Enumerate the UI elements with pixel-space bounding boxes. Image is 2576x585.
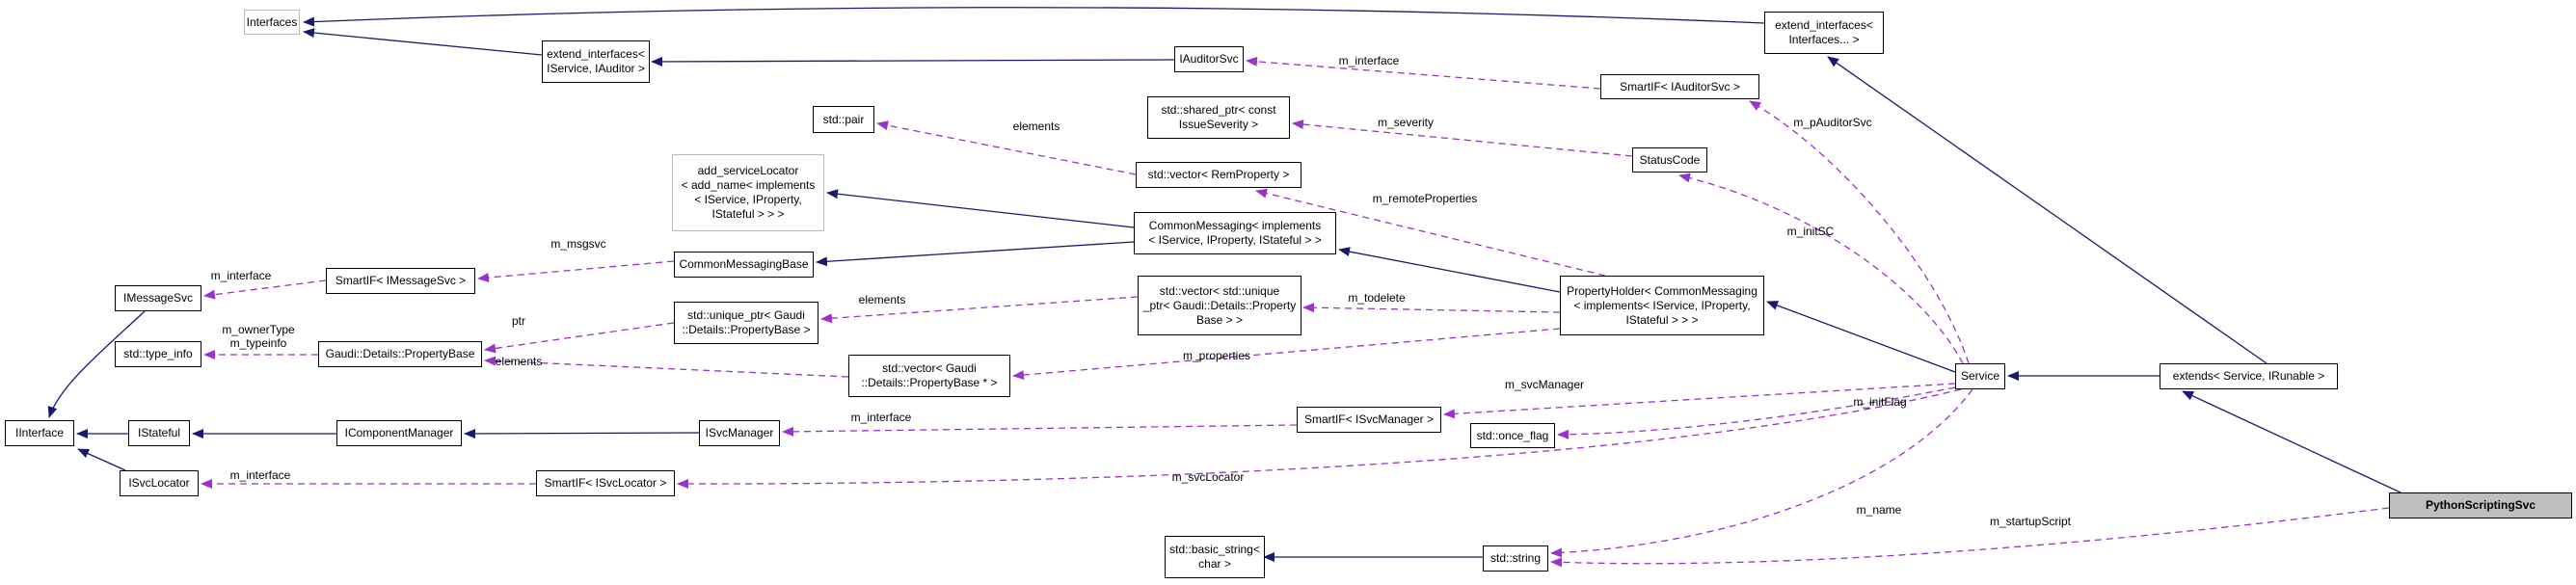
edge-label-ptr: ptr xyxy=(511,314,526,328)
edge-extifc-variadic-to-interfaces xyxy=(303,7,1765,27)
edge-label-m-name: m_name xyxy=(1856,503,1902,517)
class-node-smartif-iauditorsvc[interactable]: SmartIF< IAuditorSvc > xyxy=(1600,74,1759,99)
class-node-std-pair[interactable]: std::pair xyxy=(813,106,874,133)
class-node-iauditorsvc[interactable]: IAuditorSvc xyxy=(1174,46,1244,72)
edge-statuscode-to-sharedptr xyxy=(1292,120,1633,157)
class-node-smartif-isvcmanager[interactable]: SmartIF< ISvcManager > xyxy=(1297,407,1441,433)
edge-label-m-initsc: m_initSC xyxy=(1786,225,1835,238)
class-node-once-flag[interactable]: std::once_flag xyxy=(1470,423,1555,448)
edge-label-m-initflag: m_initFlag xyxy=(1853,395,1907,409)
edge-label-m-severity: m_severity xyxy=(1377,116,1435,129)
edge-isvcmanager-to-icomponentmanager xyxy=(464,428,700,439)
class-node-unique-ptr-propertybase[interactable]: std::unique_ptr< Gaudi ::Details::Proper… xyxy=(674,302,818,344)
class-node-smartif-imessagesvc[interactable]: SmartIF< IMessageSvc > xyxy=(326,268,475,294)
class-node-vector-propertybase-ptr[interactable]: std::vector< Gaudi ::Details::PropertyBa… xyxy=(848,355,1010,397)
class-node-gaudi-propertybase[interactable]: Gaudi::Details::PropertyBase xyxy=(318,341,482,367)
edge-smartif-imessagesvc-to-imessagesvc xyxy=(203,279,327,300)
class-node-icomponentmanager[interactable]: IComponentManager xyxy=(336,420,462,446)
edge-smartif-isvcmanager-to-isvcmanager xyxy=(782,424,1298,437)
class-node-add-servicelocator: add_serviceLocator < add_name< implement… xyxy=(672,154,824,231)
class-node-shared-ptr-issueseverity[interactable]: std::shared_ptr< const IssueSeverity > xyxy=(1147,96,1290,139)
edge-imessagesvc-to-iinterface xyxy=(47,310,146,418)
edge-propertyholder-to-commonmessaging xyxy=(1338,247,1561,293)
edge-uniqueptr-to-propertybase xyxy=(484,322,675,354)
edge-extends-to-extifc-variadic xyxy=(1827,56,2267,364)
class-node-imessagesvc[interactable]: IMessageSvc xyxy=(115,285,201,311)
edge-label-m-interface-auditor: m_interface xyxy=(1338,54,1400,67)
edge-smartif-iauditorsvc-to-iauditorsvc xyxy=(1246,56,1601,90)
edge-label-elements-pb: elements xyxy=(495,355,543,368)
edge-label-m-interface-svcmgr: m_interface xyxy=(850,411,912,424)
edge-pythonscriptingsvc-to-extends xyxy=(2182,390,2402,493)
edge-label-m-todelete: m_todelete xyxy=(1348,291,1406,305)
edge-iauditorsvc-to-extifc xyxy=(651,56,1175,66)
class-node-interfaces: Interfaces xyxy=(244,10,300,35)
edge-label-m-svclocator: m_svcLocator xyxy=(1171,470,1245,484)
edge-label-m-ownertype-typeinfo: m_ownerType m_typeinfo xyxy=(222,323,295,350)
edge-extifc-auditor-to-interfaces xyxy=(303,28,543,56)
edge-pythonscriptingsvc-to-stdstring xyxy=(1550,507,2390,568)
edge-service-to-propertyholder xyxy=(1766,301,1956,373)
class-node-commonmessaging[interactable]: CommonMessaging< implements < IService, … xyxy=(1134,212,1336,254)
class-node-pythonscriptingsvc: PythonScriptingSvc xyxy=(2389,492,2572,519)
edge-label-elements-pair: elements xyxy=(1012,120,1060,133)
class-node-extend-interfaces-iservice-iauditor[interactable]: extend_interfaces< IService, IAuditor > xyxy=(542,40,650,83)
class-node-smartif-isvclocator[interactable]: SmartIF< ISvcLocator > xyxy=(536,470,675,496)
class-node-std-string[interactable]: std::string xyxy=(1483,545,1548,572)
edge-vector-unique-to-uniqueptr xyxy=(820,296,1139,324)
edge-commonmessaging-to-addservicelocator xyxy=(826,189,1135,228)
edge-label-m-interface-msgsvc: m_interface xyxy=(210,269,272,282)
edge-label-m-msgsvc: m_msgsvc xyxy=(550,237,606,251)
class-node-vector-remproperty[interactable]: std::vector< RemProperty > xyxy=(1136,162,1301,188)
edge-label-m-pauditorsvc: m_pAuditorSvc xyxy=(1793,116,1872,129)
class-node-service[interactable]: Service xyxy=(1955,363,2005,389)
edge-propertyholder-to-vector-unique xyxy=(1302,303,1561,313)
class-node-iinterface[interactable]: IInterface xyxy=(5,420,74,446)
edge-label-m-svcmanager: m_svcManager xyxy=(1504,378,1585,391)
class-node-isvclocator[interactable]: ISvcLocator xyxy=(120,470,199,496)
class-node-extend-interfaces-variadic[interactable]: extend_interfaces< Interfaces... > xyxy=(1764,12,1884,54)
class-node-istateful[interactable]: IStateful xyxy=(128,420,190,446)
class-node-isvcmanager[interactable]: ISvcManager xyxy=(699,420,780,446)
edge-commonmessagingbase-to-smartif-imessagesvc xyxy=(477,260,675,283)
class-node-propertyholder[interactable]: PropertyHolder< CommonMessaging < implem… xyxy=(1560,276,1764,335)
class-node-vector-unique-ptr[interactable]: std::vector< std::unique _ptr< Gaudi::De… xyxy=(1138,276,1301,335)
edge-service-to-stdstring xyxy=(1550,388,1973,558)
edge-label-m-startupscript: m_startupScript xyxy=(1989,515,2072,528)
edge-commonmessaging-to-commonmessagingbase xyxy=(816,241,1135,267)
class-node-type-info[interactable]: std::type_info xyxy=(115,341,201,367)
edge-label-m-properties: m_properties xyxy=(1182,349,1251,362)
edge-label-elements-unique: elements xyxy=(858,293,906,306)
edge-service-to-statuscode xyxy=(1678,173,1964,364)
edge-vector-remproperty-to-pair xyxy=(876,120,1137,175)
edge-service-to-smartif-iauditorsvc xyxy=(1749,100,1970,364)
edge-propertyholder-to-vector-pbstar xyxy=(1012,328,1561,381)
class-node-commonmessagingbase[interactable]: CommonMessagingBase xyxy=(674,252,814,278)
edge-vector-pbstar-to-propertybase xyxy=(484,356,849,378)
edge-label-m-interface-svcloc: m_interface xyxy=(229,468,291,482)
edge-isvclocator-to-iinterface xyxy=(77,448,126,471)
edge-service-to-smartif-isvclocator xyxy=(677,388,1962,490)
edge-label-m-remoteproperties: m_remoteProperties xyxy=(1372,192,1478,205)
edge-service-to-smartif-isvcmanager xyxy=(1443,383,1956,419)
edge-propertyholder-to-vector-remproperty xyxy=(1255,188,1606,277)
edge-service-to-onceflag xyxy=(1557,386,1956,439)
class-node-basic-string[interactable]: std::basic_string< char > xyxy=(1165,536,1265,578)
class-node-extends-service-irunable[interactable]: extends< Service, IRunable > xyxy=(2160,363,2338,389)
class-node-statuscode[interactable]: StatusCode xyxy=(1632,147,1707,173)
